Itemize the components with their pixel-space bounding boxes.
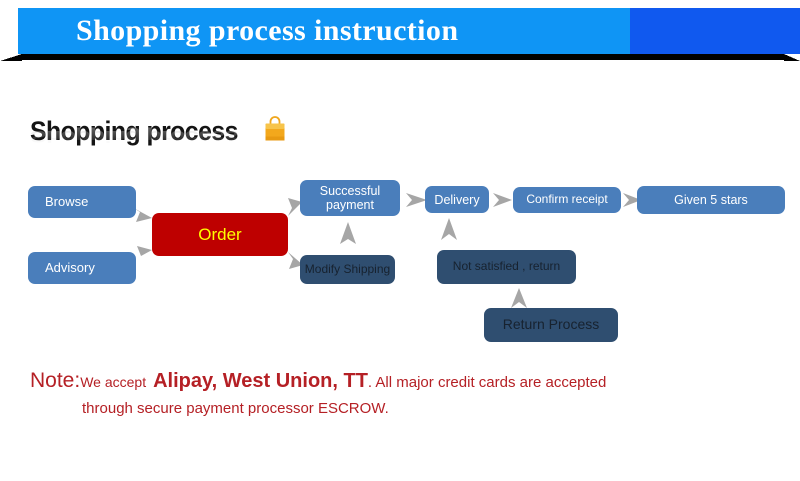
note-label: Note:: [30, 369, 81, 392]
flow-node-given-5-stars[interactable]: Given 5 stars: [637, 186, 785, 214]
payment-note-line-2: through secure payment processor ESCROW.: [82, 400, 389, 417]
note-tail-text: . All major credit cards are accepted: [367, 374, 607, 391]
flow-node-successful-payment[interactable]: Successful payment: [300, 180, 400, 216]
flow-node-advisory[interactable]: Advisory: [28, 252, 136, 284]
page-title: Shopping process instruction: [76, 14, 459, 47]
header-banner: Shopping process instruction: [0, 8, 800, 54]
section-title-group: Shopping process Shopping process: [30, 116, 288, 147]
header-left-spacer: [0, 8, 18, 54]
flow-node-return-process[interactable]: Return Process: [484, 308, 618, 342]
flow-node-not-satisfied[interactable]: Not satisfied , return: [437, 250, 576, 284]
flow-node-order[interactable]: Order: [152, 213, 288, 256]
flow-node-delivery[interactable]: Delivery: [425, 186, 489, 213]
payment-note-line-1: Note:We accept Alipay, West Union, TT. Al…: [30, 368, 770, 396]
note-payment-methods: Alipay, West Union, TT: [153, 370, 368, 392]
header-primary-band: Shopping process instruction: [18, 8, 630, 54]
shopping-bag-icon: [262, 114, 288, 147]
header-secondary-band: [630, 8, 800, 54]
note-lead-text: We accept: [80, 374, 147, 390]
flow-node-browse[interactable]: Browse: [28, 186, 136, 218]
header-shadow-taper-left: [0, 54, 22, 61]
flow-node-confirm-receipt[interactable]: Confirm receipt: [513, 187, 621, 213]
payment-note: Note:We accept Alipay, West Union, TT. Al…: [30, 368, 770, 422]
header-shadow-bar: [14, 54, 792, 60]
section-title: Shopping process: [30, 116, 238, 146]
flow-node-modify-shipping[interactable]: Modify Shipping: [300, 255, 395, 284]
header-shadow-taper-right: [784, 54, 800, 61]
